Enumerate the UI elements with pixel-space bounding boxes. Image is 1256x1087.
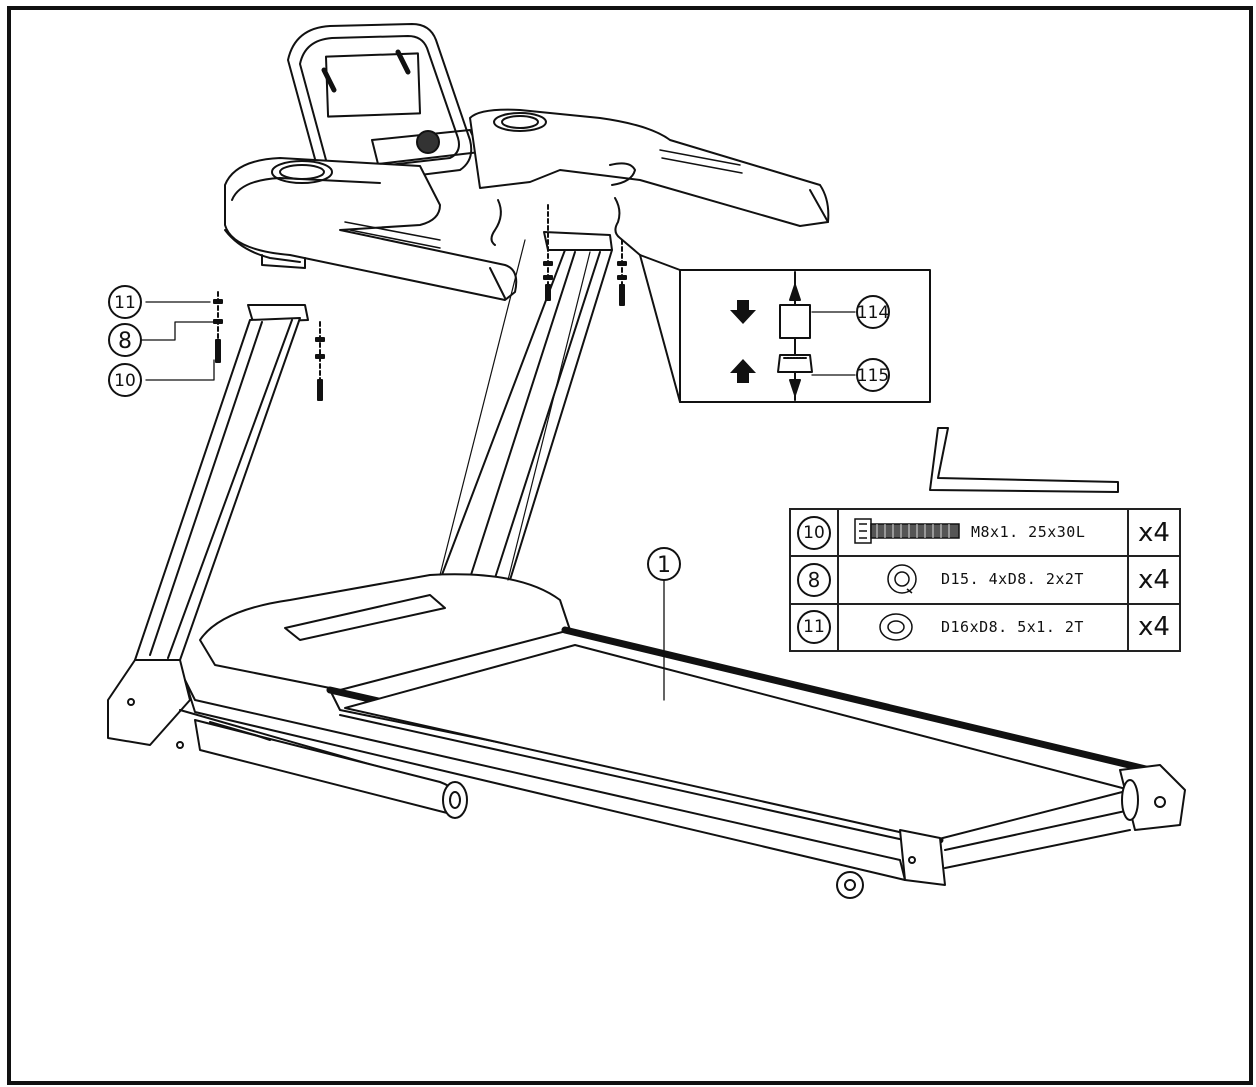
- hardware-row-bolt: 10 M8x1. 25x30L x4: [789, 507, 1181, 558]
- callout-11: [108, 285, 142, 319]
- part-quantity: x4: [1127, 507, 1181, 558]
- part-quantity: x4: [1127, 555, 1181, 605]
- arrow-up-icon: [730, 359, 756, 383]
- left-upright: [107, 304, 309, 749]
- hardware-row-spring-washer: 8 D15. 4xD8. 2x2T x4: [789, 555, 1181, 605]
- right-hardware: [543, 204, 627, 306]
- console-cable: [490, 197, 681, 403]
- part-spec: M8x1. 25x30L: [971, 523, 1086, 541]
- part-number: 8: [797, 562, 831, 597]
- callout-1: [647, 547, 681, 581]
- treadmill-base: [179, 239, 1186, 899]
- callout-11-label: 11: [114, 293, 136, 313]
- callout-115-label: 115: [857, 366, 889, 386]
- part-spec: D15. 4xD8. 2x2T: [941, 570, 1084, 589]
- callout-8-label: 8: [118, 329, 132, 354]
- console: [224, 23, 830, 301]
- part-number: 11: [797, 610, 831, 645]
- bolt-icon: [854, 518, 960, 544]
- allen-key-icon: [929, 427, 1119, 493]
- arrow-down-icon: [730, 300, 756, 324]
- leader-8: [139, 321, 216, 341]
- callout-8: [108, 323, 142, 357]
- callout-114: [856, 295, 890, 329]
- callout-10: [108, 363, 142, 397]
- hardware-table: 10 M8x1. 25x30L x4 8: [789, 507, 1181, 653]
- hardware-row-flat-washer: 11 D16xD8. 5x1. 2T x4: [789, 602, 1181, 653]
- leader-10: [145, 359, 215, 381]
- connector-inset: [679, 269, 931, 403]
- left-hardware: [213, 291, 325, 401]
- part-quantity: x4: [1127, 602, 1181, 653]
- callout-114-label: 114: [857, 303, 889, 323]
- part-number: 10: [797, 515, 831, 550]
- spring-washer-icon: [887, 564, 917, 595]
- callout-115: [856, 358, 890, 392]
- part-spec: D16xD8. 5x1. 2T: [941, 617, 1084, 636]
- callout-10-label: 10: [114, 371, 136, 391]
- flat-washer-icon: [879, 612, 913, 641]
- callout-1-label: 1: [657, 553, 671, 578]
